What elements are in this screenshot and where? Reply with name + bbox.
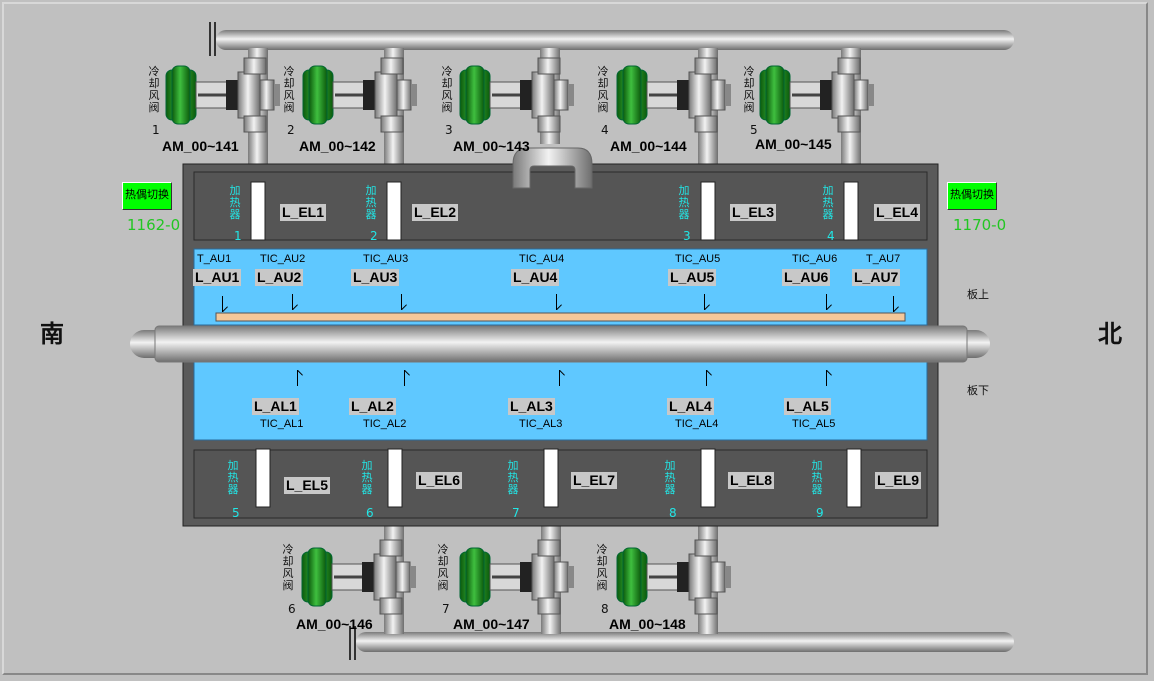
valve-6-number: 6 (288, 602, 296, 616)
lower-zone-3-tic[interactable]: TIC_AL3 (519, 418, 563, 430)
north-label: 北 (1098, 319, 1122, 348)
plate-bottom-label: 板下 (967, 384, 989, 397)
heater-2-label[interactable]: L_EL2 (412, 204, 459, 221)
lower-zone-1-tic[interactable]: TIC_AL1 (260, 418, 304, 430)
thermo-switch-left-value: 1162-0 (127, 216, 181, 234)
heater-7-desc: 加热器 (507, 459, 519, 496)
plate-top-label: 板上 (967, 288, 989, 301)
upper-sensor-2 (292, 294, 301, 310)
valve-2-number: 2 (287, 123, 295, 137)
heater-4-desc: 加热器 (822, 184, 834, 221)
valve-8-tag[interactable]: AM_00~148 (609, 616, 686, 632)
lower-zone-5-tic[interactable]: TIC_AL5 (792, 418, 836, 430)
lower-sensor-5 (826, 370, 835, 386)
valve-2-tag[interactable]: AM_00~142 (299, 138, 376, 154)
south-label: 南 (40, 319, 64, 348)
upper-zone-4-tic[interactable]: TIC_AU4 (519, 253, 565, 265)
heater-8-label[interactable]: L_EL8 (728, 472, 775, 489)
upper-zone-6-label[interactable]: L_AU6 (782, 269, 831, 286)
lower-zone-4-tic[interactable]: TIC_AL4 (675, 418, 719, 430)
valve-4-tag[interactable]: AM_00~144 (610, 138, 687, 154)
lower-sensor-4 (706, 370, 715, 386)
valve-8-number: 8 (601, 602, 609, 616)
upper-sensor-5 (704, 294, 713, 310)
upper-zone-1-tic[interactable]: T_AU1 (197, 253, 232, 265)
lower-zone-5-label[interactable]: L_AL5 (784, 398, 831, 415)
heater-2-number: 2 (370, 229, 378, 243)
upper-zone-4-label[interactable]: L_AU4 (511, 269, 560, 286)
valve-7-desc: 冷却风阀 (437, 543, 449, 592)
valve-5-number: 5 (750, 123, 758, 137)
valve-1-desc: 冷却风阀 (148, 65, 160, 114)
valve-3-number: 3 (445, 123, 453, 137)
lower-zone-1-label[interactable]: L_AL1 (252, 398, 299, 415)
upper-zone-5-tic[interactable]: TIC_AU5 (675, 253, 721, 265)
valve-1-tag[interactable]: AM_00~141 (162, 138, 239, 154)
valve-5-desc: 冷却风阀 (743, 65, 755, 114)
valve-5-tag[interactable]: AM_00~145 (755, 136, 832, 152)
lower-zone-3-label[interactable]: L_AL3 (508, 398, 555, 415)
valve-6-desc: 冷却风阀 (282, 543, 294, 592)
heater-8-number: 8 (669, 506, 677, 520)
upper-zone-6-tic[interactable]: TIC_AU6 (792, 253, 838, 265)
heater-4-label[interactable]: L_EL4 (874, 204, 921, 221)
valve-4-number: 4 (601, 123, 609, 137)
upper-zone-3-label[interactable]: L_AU3 (351, 269, 400, 286)
valve-1-number: 1 (152, 123, 160, 137)
heater-2-desc: 加热器 (365, 184, 377, 221)
heater-9-desc: 加热器 (811, 459, 823, 496)
heater-1-label[interactable]: L_EL1 (280, 204, 327, 221)
heater-9-label[interactable]: L_EL9 (875, 472, 922, 489)
heater-3-number: 3 (683, 229, 691, 243)
valve-2-desc: 冷却风阀 (283, 65, 295, 114)
upper-sensor-3 (401, 294, 410, 310)
heater-4-number: 4 (827, 229, 835, 243)
heater-1-desc: 加热器 (229, 184, 241, 221)
upper-sensor-7 (893, 296, 902, 312)
heater-7-label[interactable]: L_EL7 (571, 472, 618, 489)
upper-zone-5-label[interactable]: L_AU5 (668, 269, 717, 286)
valve-4-desc: 冷却风阀 (597, 65, 609, 114)
lower-zone-2-tic[interactable]: TIC_AL2 (363, 418, 407, 430)
upper-sensor-6 (826, 294, 835, 310)
heater-6-number: 6 (366, 506, 374, 520)
upper-zone-2-tic[interactable]: TIC_AU2 (260, 253, 306, 265)
lower-zone-4-label[interactable]: L_AL4 (667, 398, 714, 415)
heater-5-desc: 加热器 (227, 459, 239, 496)
upper-zone-2-label[interactable]: L_AU2 (255, 269, 304, 286)
upper-sensor-1 (222, 296, 231, 312)
upper-zone-3-tic[interactable]: TIC_AU3 (363, 253, 409, 265)
upper-zone-7-label[interactable]: L_AU7 (852, 269, 901, 286)
valve-3-tag[interactable]: AM_00~143 (453, 138, 530, 154)
heater-5-number: 5 (232, 506, 240, 520)
heater-8-desc: 加热器 (664, 459, 676, 496)
valve-7-tag[interactable]: AM_00~147 (453, 616, 530, 632)
thermo-switch-right-button[interactable]: 热偶切换 (947, 182, 997, 210)
valve-7-number: 7 (442, 602, 450, 616)
heater-1-number: 1 (234, 229, 242, 243)
upper-sensor-4 (556, 294, 565, 310)
heater-3-label[interactable]: L_EL3 (730, 204, 777, 221)
heater-6-desc: 加热器 (361, 459, 373, 496)
lower-sensor-3 (559, 370, 568, 386)
thermo-switch-left-button[interactable]: 热偶切换 (122, 182, 172, 210)
thermo-switch-right-value: 1170-0 (953, 216, 1007, 234)
valve-8-desc: 冷却风阀 (596, 543, 608, 592)
lower-zone-2-label[interactable]: L_AL2 (349, 398, 396, 415)
lower-sensor-2 (404, 370, 413, 386)
heater-9-number: 9 (816, 506, 824, 520)
upper-zone-1-label[interactable]: L_AU1 (193, 269, 242, 286)
upper-zone-7-tic[interactable]: T_AU7 (866, 253, 901, 265)
heater-3-desc: 加热器 (678, 184, 690, 221)
valve-6-tag[interactable]: AM_00~146 (296, 616, 373, 632)
heater-6-label[interactable]: L_EL6 (416, 472, 463, 489)
valve-3-desc: 冷却风阀 (441, 65, 453, 114)
heater-5-label[interactable]: L_EL5 (284, 477, 331, 494)
lower-sensor-1 (297, 370, 306, 386)
heater-7-number: 7 (512, 506, 520, 520)
